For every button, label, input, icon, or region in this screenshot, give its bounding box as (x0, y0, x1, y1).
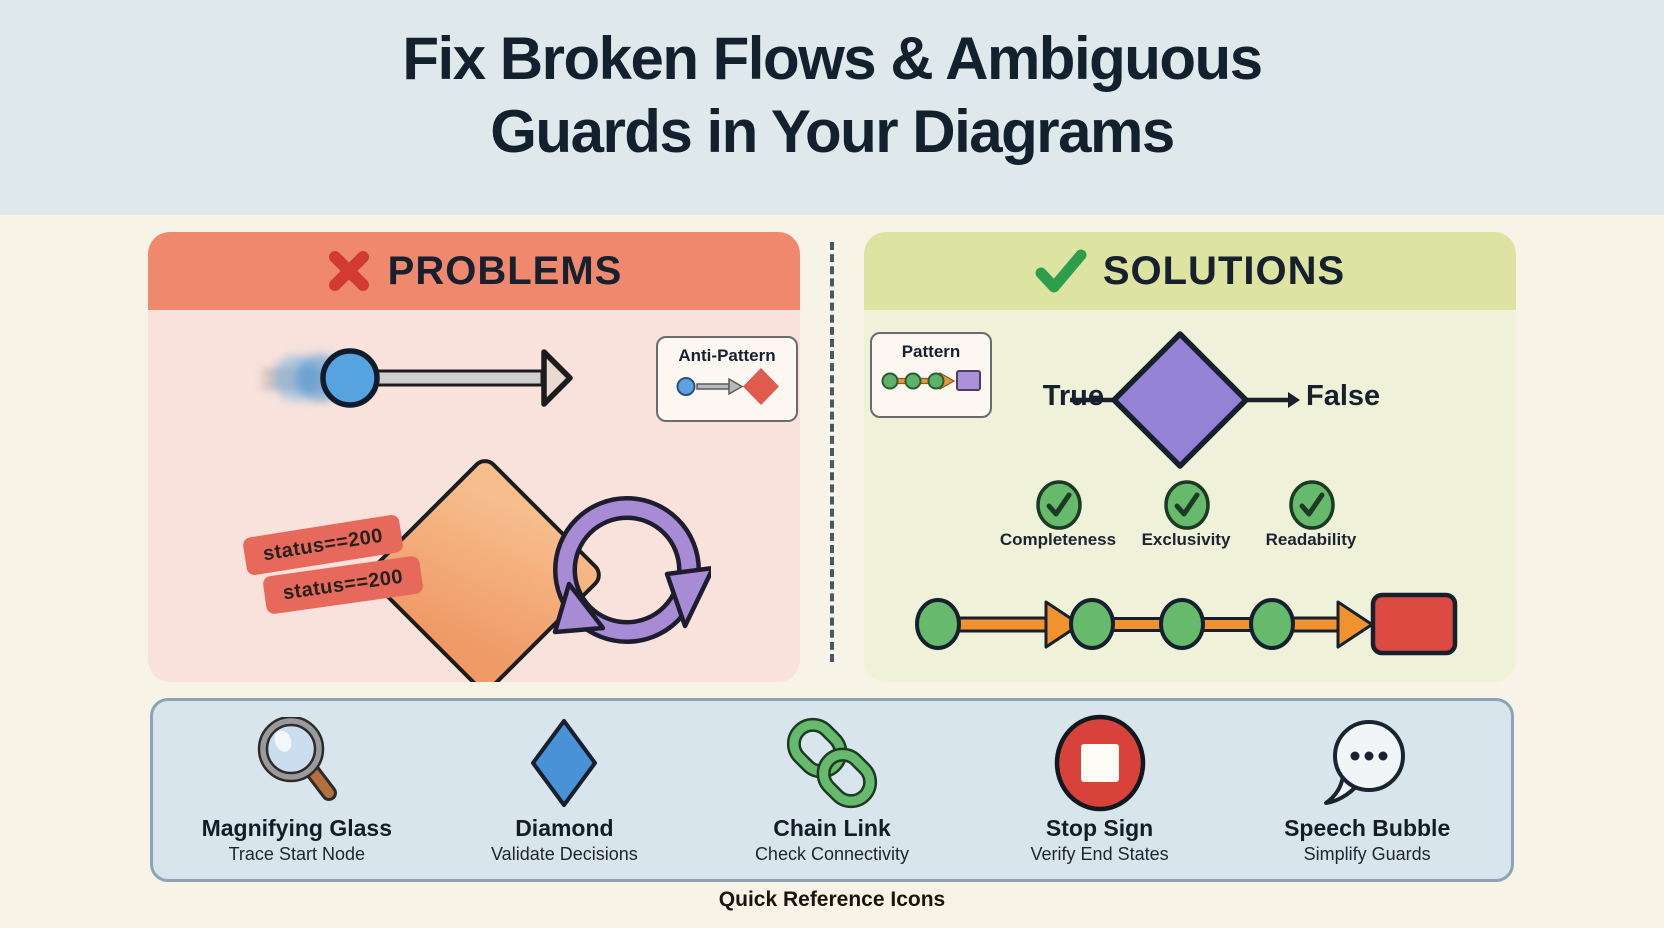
reference-item-name: Chain Link (773, 815, 891, 841)
check-badge-icon (1036, 480, 1082, 530)
x-mark-icon (328, 251, 369, 291)
problems-header-label: PROBLEMS (387, 248, 623, 293)
reference-item-name: Magnifying Glass (201, 815, 393, 841)
panel-divider (830, 242, 834, 662)
reference-bar: Magnifying Glass Trace Start Node Diamon… (150, 698, 1514, 882)
pattern-box: Pattern (870, 332, 992, 418)
flow-node (1249, 598, 1295, 650)
check-label: Readability (1265, 530, 1357, 549)
reference-item-name: Speech Bubble (1284, 815, 1451, 841)
pattern-mini-icon (881, 370, 981, 391)
reference-item-desc: Validate Decisions (491, 844, 638, 864)
reference-item-desc: Check Connectivity (754, 844, 910, 864)
check-label: Exclusivity (1141, 530, 1231, 549)
broken-flow-graphic (262, 348, 573, 408)
diamond-icon (529, 713, 599, 813)
reference-item-speech-bubble: Speech Bubble Simplify Guards (1233, 713, 1501, 871)
branch-false-label: False (1306, 380, 1381, 412)
flow-node (1159, 598, 1205, 650)
check-badge-icon (1289, 480, 1335, 530)
flow-chain-graphic (915, 592, 1458, 656)
reference-caption: Quick Reference Icons (718, 888, 946, 911)
decision-diamond (1070, 331, 1300, 469)
page-title-line1: Fix Broken Flows & Ambiguous (402, 25, 1263, 92)
reference-item-desc: Trace Start Node (228, 844, 365, 864)
check-badge-icon (1164, 480, 1210, 530)
reference-item-name: Stop Sign (1045, 815, 1154, 841)
reference-item-diamond: Diamond Validate Decisions (431, 713, 699, 871)
page-title: Fix Broken Flows & Ambiguous Guards in Y… (0, 22, 1664, 168)
pattern-label: Pattern (901, 342, 961, 361)
stop-sign-icon (1053, 713, 1147, 813)
check-mark-icon (1035, 249, 1087, 293)
solutions-header-label: SOLUTIONS (1102, 248, 1346, 293)
start-node (320, 348, 380, 408)
magnifying-glass-icon (255, 713, 339, 813)
infinite-loop-icon (552, 496, 711, 644)
speech-bubble-icon (1321, 713, 1413, 813)
chain-link-icon (786, 713, 878, 813)
end-node (1370, 592, 1458, 656)
reference-item-stop-sign: Stop Sign Verify End States (966, 713, 1234, 871)
anti-pattern-label: Anti-Pattern (678, 346, 776, 365)
page-title-line2: Guards in Your Diagrams (490, 98, 1175, 166)
anti-pattern-box: Anti-Pattern (656, 336, 798, 422)
reference-item-name: Diamond (515, 815, 614, 841)
anti-pattern-mini-icon (676, 368, 779, 405)
problems-header: PROBLEMS (148, 232, 800, 310)
title-band (0, 0, 1664, 215)
reference-item-desc: Simplify Guards (1303, 844, 1431, 864)
solutions-panel: SOLUTIONS Pattern True False (864, 232, 1516, 682)
solutions-header: SOLUTIONS (864, 232, 1516, 310)
branch-true-label: True (1042, 380, 1104, 412)
check-label: Completeness (999, 530, 1117, 549)
reference-item-magnifying-glass: Magnifying Glass Trace Start Node (163, 713, 431, 871)
flow-node (1069, 598, 1115, 650)
arrowhead (541, 349, 573, 407)
arrow-shaft (374, 369, 544, 387)
problems-panel: PROBLEMS Anti-Pattern (148, 232, 800, 682)
reference-item-chain-link: Chain Link Check Connectivity (698, 713, 966, 871)
flow-node (915, 598, 961, 650)
reference-item-desc: Verify End States (1030, 844, 1169, 864)
